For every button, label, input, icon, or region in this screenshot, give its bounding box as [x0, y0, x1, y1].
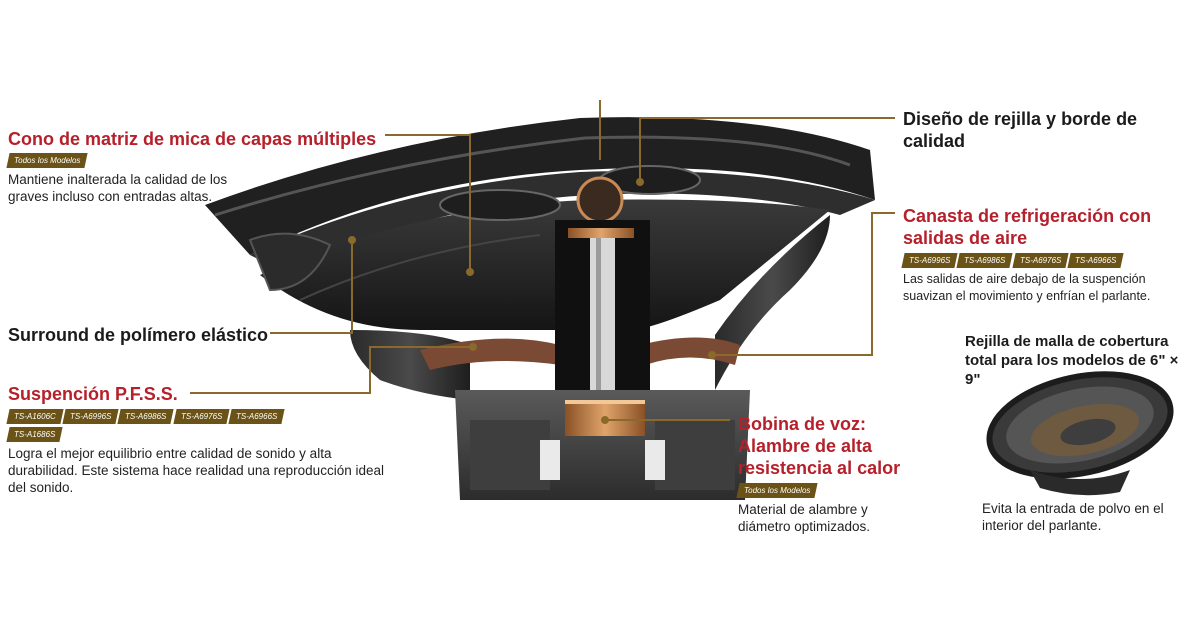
model-tag: Todos los Modelos	[736, 483, 819, 498]
magnet	[455, 390, 750, 500]
model-tag: TS-A6966S	[1067, 253, 1125, 268]
cono-tags: Todos los Modelos	[6, 153, 398, 171]
callout-rejilla: Diseño de rejilla y borde de calidad	[903, 108, 1143, 152]
canasta-tags: TS-A6996S TS-A6986S TS-A6976S TS-A6966S	[901, 253, 1193, 271]
bobina-tags: Todos los Modelos	[736, 483, 938, 501]
rejilla-title: Diseño de rejilla y borde de calidad	[903, 109, 1138, 151]
callout-suspencion: Suspención P.F.S.S. TS-A1606C TS-A6996S …	[6, 383, 398, 496]
suspencion-title: Suspención P.F.S.S.	[8, 384, 178, 404]
cono-description: Mantiene inalterada la calidad de los gr…	[8, 172, 228, 204]
cono-title: Cono de matriz de mica de capas múltiple…	[8, 129, 377, 149]
bobina-description: Material de alambre y diámetro optimizad…	[738, 502, 871, 534]
model-tag: TS-A1686S	[6, 427, 63, 442]
callout-malla: Rejilla de malla de cobertura total para…	[965, 332, 1193, 389]
callout-bobina: Bobina de voz: Alambre de alta resistenc…	[736, 413, 938, 535]
malla-title: Rejilla de malla de cobertura total para…	[965, 333, 1179, 388]
speaker-frame	[205, 117, 875, 275]
callout-surround: Surround de polímero elástico	[8, 324, 268, 346]
callout-malla-desc: Evita la entrada de polvo en el interior…	[982, 500, 1192, 534]
model-tag: Todos los Modelos	[6, 153, 89, 168]
model-tag: TS-A1606C	[6, 409, 64, 424]
canasta-title: Canasta de refrigeración con salidas de …	[903, 206, 1152, 248]
model-tag: TS-A6966S	[228, 409, 285, 424]
model-tag: TS-A6986S	[117, 409, 175, 424]
mesh-grille-speaker	[986, 371, 1174, 496]
bobina-title: Bobina de voz: Alambre de alta resistenc…	[738, 414, 901, 478]
callout-canasta: Canasta de refrigeración con salidas de …	[901, 205, 1193, 305]
model-tag: TS-A6996S	[62, 409, 119, 424]
surround-title: Surround de polímero elástico	[8, 325, 269, 345]
suspencion-description: Logra el mejor equilibrio entre calidad …	[8, 446, 384, 495]
model-tag: TS-A6986S	[956, 253, 1014, 268]
malla-description: Evita la entrada de polvo en el interior…	[982, 501, 1164, 533]
model-tag: TS-A6976S	[172, 409, 230, 424]
leader-lines	[190, 100, 895, 421]
model-tag: TS-A6976S	[1012, 253, 1069, 268]
surround	[248, 232, 332, 292]
callout-cono: Cono de matriz de mica de capas múltiple…	[6, 128, 398, 205]
canasta-description: Las salidas de aire debajo de la suspenc…	[903, 272, 1151, 303]
model-tag: TS-A6996S	[901, 253, 958, 268]
suspencion-tags: TS-A1606C TS-A6996S TS-A6986S TS-A6976S …	[6, 409, 308, 445]
cone	[260, 199, 830, 330]
